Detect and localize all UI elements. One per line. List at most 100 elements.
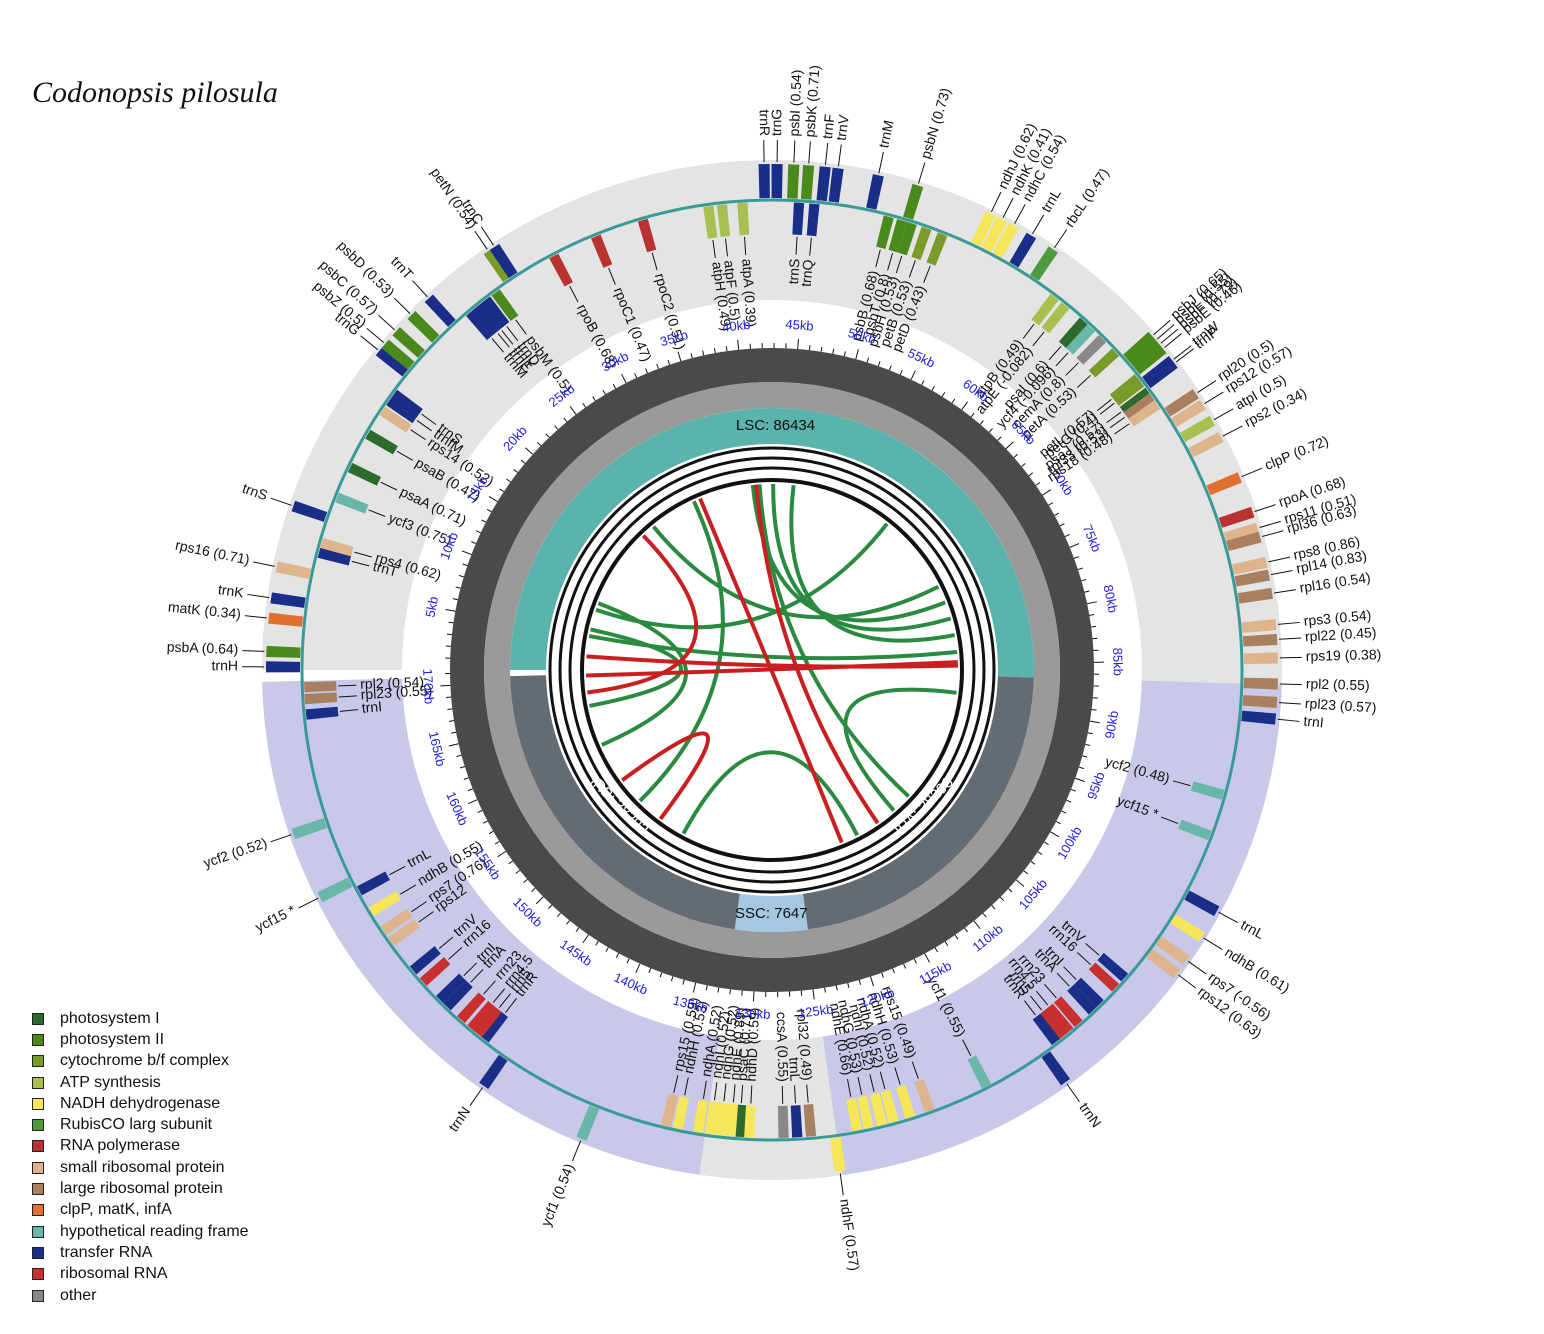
gene-label: psbA (0.64) <box>167 639 239 658</box>
gene-block <box>1112 378 1145 406</box>
gene-block <box>268 612 304 627</box>
legend-label: large ribosomal protein <box>60 1180 223 1198</box>
legend-label: clpP, matK, infA <box>60 1201 172 1219</box>
genome-rings <box>300 198 1244 1142</box>
tick-mark <box>1013 453 1019 458</box>
gene-leader <box>270 834 292 843</box>
gene-block <box>792 202 805 236</box>
gene-leader <box>1241 467 1263 478</box>
tick-mark <box>847 982 850 988</box>
gene-block <box>1178 819 1212 841</box>
gene-label: ycf15 * <box>252 901 298 935</box>
gene-leader <box>1222 425 1243 437</box>
tick-mark <box>1085 743 1091 746</box>
gene-leader <box>483 980 496 995</box>
legend-swatch <box>32 1097 44 1110</box>
legend-swatch <box>32 1161 44 1174</box>
gene-leader <box>879 1071 886 1090</box>
legend-label: cytochrome b/f complex <box>60 1052 229 1070</box>
gene-block <box>1243 652 1278 664</box>
gene-label: psbK (0.71) <box>801 65 822 138</box>
gene-leader <box>1173 345 1192 360</box>
gene-leader <box>501 330 514 345</box>
tick-mark <box>954 934 959 940</box>
tick-mark <box>1089 614 1095 616</box>
gene-label: rpl2 (0.54) <box>360 673 424 691</box>
tick-label: 40kb <box>721 317 751 335</box>
gene-block <box>1170 914 1205 942</box>
tick-mark <box>447 708 453 710</box>
gene-block <box>1067 984 1097 1015</box>
gene-block <box>1053 996 1083 1027</box>
gene-leader <box>712 239 716 258</box>
tick-mark <box>1075 777 1085 783</box>
legend-swatch <box>32 1033 44 1046</box>
gene-leader <box>793 1085 796 1104</box>
gene-leader <box>418 911 434 923</box>
gene-block <box>816 166 831 202</box>
tick-mark <box>752 991 755 1002</box>
repeat-link-palindromic <box>586 660 958 678</box>
gene-label: trnN <box>1076 1100 1104 1131</box>
gene-leader <box>366 327 384 343</box>
tick-mark <box>488 495 498 503</box>
gene-leader <box>1187 960 1207 975</box>
gene-leader <box>1153 319 1171 336</box>
tick-mark <box>910 370 916 380</box>
gene-block <box>866 174 884 210</box>
tick-mark <box>970 412 975 418</box>
tick-mark <box>1087 601 1097 605</box>
gene-leader <box>1164 333 1182 348</box>
tick-mark <box>582 934 589 944</box>
gene-leader <box>793 140 796 163</box>
tick-mark <box>595 940 599 946</box>
tick-mark <box>536 441 542 447</box>
gene-leader <box>869 1074 875 1092</box>
tick-mark <box>508 860 513 865</box>
gene-block <box>857 1095 874 1129</box>
at-content-ring <box>484 382 1060 958</box>
tick-mark <box>634 373 638 379</box>
tick-mark <box>667 359 671 365</box>
gene-leader <box>1044 983 1057 999</box>
legend-swatch <box>32 1012 44 1025</box>
tick-mark <box>1008 888 1013 893</box>
tick-mark <box>1073 556 1079 559</box>
gene-block <box>391 389 423 417</box>
gene-leader <box>506 326 519 342</box>
gene-label: ycf1 (0.54) <box>537 1161 577 1228</box>
gene-block <box>1188 432 1224 458</box>
gene-block <box>467 1000 496 1032</box>
legend-label: RubisCO larg subunit <box>60 1116 213 1134</box>
gene-block <box>549 253 573 287</box>
gene-block <box>1155 936 1190 965</box>
tick-mark <box>556 912 561 917</box>
gene-block <box>703 205 718 239</box>
gene-block <box>1065 324 1096 355</box>
gene-block <box>715 1102 729 1136</box>
tick-mark <box>1061 810 1067 814</box>
tick-mark <box>566 920 571 925</box>
tick-mark <box>1030 860 1036 865</box>
gene-leader <box>244 615 267 619</box>
gene-leader <box>360 335 379 351</box>
tick-mark <box>446 633 453 636</box>
legend-swatch <box>32 1246 44 1259</box>
gene-leader <box>1014 204 1026 224</box>
gene-block <box>1242 633 1278 647</box>
tick-mark <box>1050 831 1060 838</box>
gene-leader <box>498 993 511 1008</box>
gene-block <box>1184 890 1220 917</box>
gc-content-ring <box>450 348 1094 992</box>
gene-block <box>846 1097 862 1132</box>
tick-mark <box>458 574 464 578</box>
gene-block <box>1009 232 1037 268</box>
legend-item: clpP, matK, infA <box>32 1200 249 1221</box>
gene-leader <box>411 901 427 913</box>
gene-block <box>1123 393 1156 420</box>
gene-block <box>1041 302 1070 334</box>
tick-mark <box>615 952 620 958</box>
legend-item: transfer RNA <box>32 1242 249 1263</box>
gene-block <box>1074 977 1104 1008</box>
gene-label: trnN <box>445 1104 473 1135</box>
